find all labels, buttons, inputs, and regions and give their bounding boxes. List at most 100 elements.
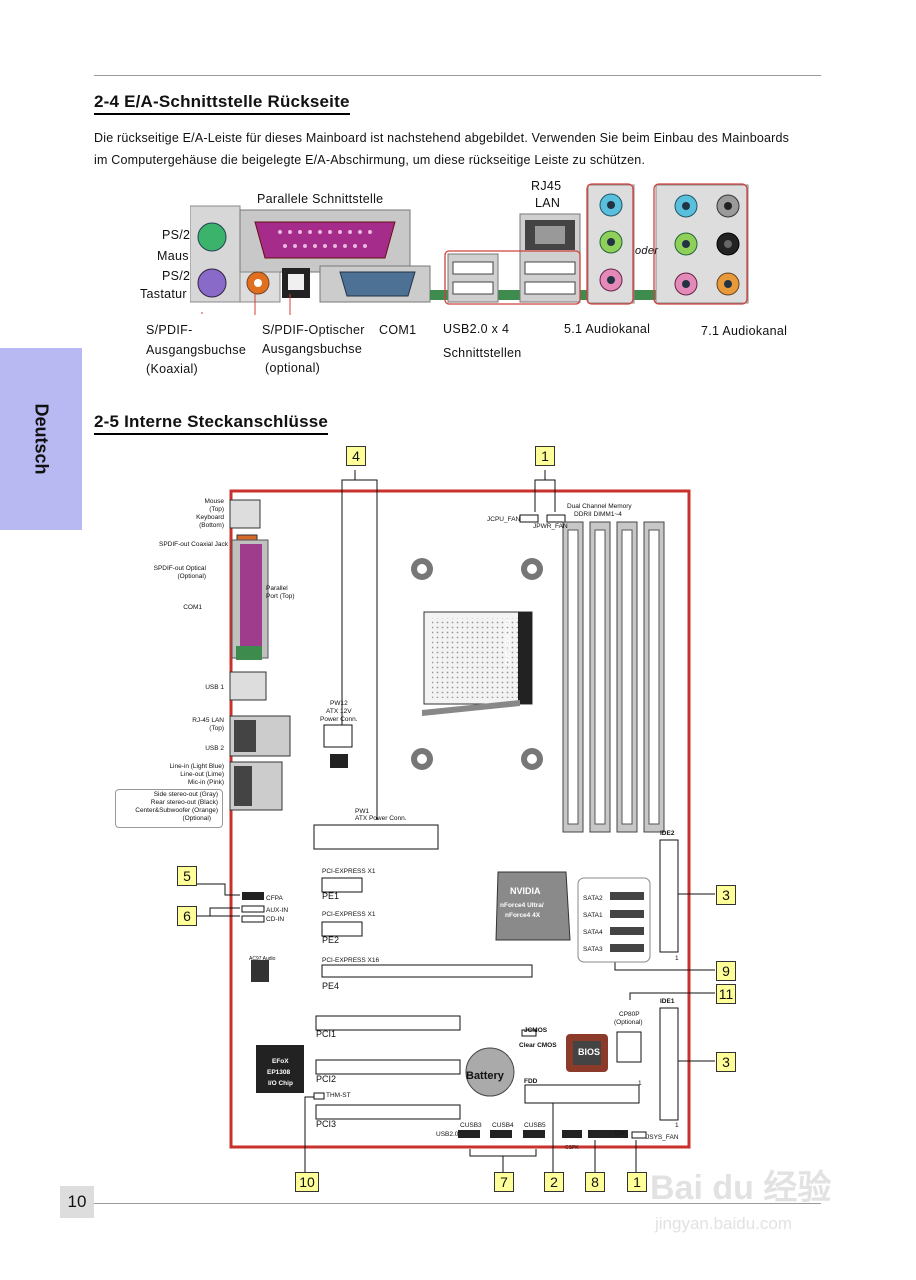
label-spdif-opt-3: (optional) [265, 361, 321, 375]
board-label-cusb5: CUSB5 [524, 1122, 546, 1129]
board-label-pe1: PE1 [322, 891, 340, 901]
board-label-cfpa: CFPA [266, 895, 283, 902]
board-label-parallel-top: Port (Top) [266, 593, 295, 600]
board-label-com1: COM1 [183, 604, 202, 611]
label-maus: Maus [157, 249, 189, 263]
board-label-spdif-opt-optional: (Optional) [177, 573, 206, 580]
callout-3-lower: 3 [716, 1052, 736, 1072]
board-label-cfp: CFP [615, 1131, 625, 1137]
intro-paragraph-line1: Die rückseitige E/A-Leiste für dieses Ma… [94, 131, 790, 145]
callout-7: 7 [494, 1172, 514, 1192]
board-label-pci3: PCI3 [316, 1119, 337, 1129]
baidu-watermark-url: jingyan.baidu.com [655, 1214, 793, 1233]
board-label-pcie2: PCI-EXPRESS X1 [322, 911, 376, 918]
label-audio-51: 5.1 Audiokanal [564, 322, 651, 336]
board-label-sysfan: JSYS_FAN [646, 1134, 679, 1141]
board-label-usb2: USB 2 [205, 745, 224, 752]
section-heading-io: 2-4 E/A-Schnittstelle Rückseite [94, 92, 350, 115]
board-label-spdif-opt: SPDIF-out Optical [153, 565, 206, 572]
board-label-ide1: IDE1 [660, 998, 675, 1005]
label-spdif-coax-2: Ausgangsbuchse [146, 343, 247, 357]
board-label-side: Side stereo-out (Gray) [153, 791, 218, 798]
board-label-mouse: Mouse [204, 498, 224, 505]
board-label-pci1: PCI1 [316, 1029, 337, 1039]
board-label-sata1: SATA1 [583, 912, 603, 919]
board-label-nforce-1: nForce4 Ultra/ [500, 902, 544, 909]
board-label-bios: BIOS [578, 1047, 601, 1057]
label-spdif-opt-2: Ausgangsbuchse [262, 342, 363, 356]
board-label-rear: Rear stereo-out (Black) [150, 799, 218, 806]
callout-11: 11 [716, 984, 736, 1004]
board-label-dimm-2: DDRII DIMM1~4 [574, 511, 622, 518]
board-label-cusb4: CUSB4 [492, 1122, 514, 1129]
board-label-sata2: SATA2 [583, 895, 603, 902]
board-label-cp80p-1: CP80P [619, 1011, 640, 1018]
label-oder: oder [635, 245, 659, 257]
label-ps2-1: PS/2 [162, 228, 191, 242]
board-optional-audio-box [115, 789, 223, 828]
label-com1: COM1 [379, 323, 417, 337]
board-label-thmst: THM-ST [326, 1092, 351, 1099]
board-label-fdd: FDD [524, 1078, 538, 1085]
board-label-jcmos: JCMOS [524, 1027, 548, 1034]
board-label-keyboard-bottom: (Bottom) [199, 522, 224, 529]
language-side-tab [0, 348, 82, 530]
board-label-one-fdd: 1 [638, 1080, 642, 1087]
board-label-sata4: SATA4 [583, 929, 603, 936]
board-label-keyboard: Keyboard [196, 514, 224, 521]
board-label-pw12-1: PW12 [330, 700, 348, 707]
board-label-cpufan: JCPU_FAN [487, 516, 521, 523]
label-spdif-coax-1: S/PDIF- [146, 323, 193, 337]
callout-9: 9 [716, 961, 736, 981]
board-label-mouse-top: (Top) [209, 506, 224, 513]
board-label-cp80p-2: (Optional) [614, 1019, 643, 1026]
callout-6: 6 [177, 906, 197, 926]
board-label-micin: Mic-in (Pink) [187, 779, 224, 786]
motherboard-diagram [196, 470, 715, 1177]
board-label-usb20: USB2.0 [436, 1131, 459, 1138]
board-label-dimm-1: Dual Channel Memory [567, 503, 632, 510]
board-label-rj45-top: (Top) [209, 725, 224, 732]
callout-5: 5 [177, 866, 197, 886]
baidu-watermark: Bai du 经验 [650, 1169, 832, 1207]
board-label-pw12-2: ATX 12V [326, 708, 352, 715]
callout-8: 8 [585, 1172, 605, 1192]
label-audio-71: 7.1 Audiokanal [701, 324, 788, 338]
board-label-cspk: CSPK [565, 1145, 579, 1151]
board-label-linein: Line-in (Light Blue) [169, 763, 224, 770]
label-usb-2: Schnittstellen [443, 346, 522, 360]
board-label-optional2: (Optional) [182, 815, 211, 822]
board-label-pw1-1: PW1 [355, 808, 370, 815]
callout-2: 2 [544, 1172, 564, 1192]
board-label-cusb3: CUSB3 [460, 1122, 482, 1129]
board-label-center: Center&Subwoofer (Orange) [135, 807, 218, 814]
board-label-efox-1: EFoX [272, 1058, 289, 1065]
label-lan: LAN [535, 196, 561, 210]
board-label-usb1: USB 1 [205, 684, 224, 691]
callout-3-upper: 3 [716, 885, 736, 905]
section-heading-internal: 2-5 Interne Steckanschlüsse [94, 412, 329, 435]
board-label-pw1-2: ATX Power Conn. [355, 815, 407, 822]
callout-1-top: 1 [535, 446, 555, 466]
callout-1-bottom: 1 [627, 1172, 647, 1192]
label-rj45: RJ45 [531, 179, 562, 193]
board-label-pw12-3: Power Conn. [320, 716, 358, 723]
board-label-sata3: SATA3 [583, 946, 603, 953]
board-label-efox-3: I/O Chip [268, 1080, 293, 1087]
page-number: 10 [60, 1186, 94, 1218]
board-label-ide2: IDE2 [660, 830, 675, 837]
board-label-nforce-2: nForce4 4X [505, 912, 541, 919]
board-label-ac97: AC97 Audio [249, 956, 276, 962]
callout-10: 10 [295, 1172, 319, 1192]
board-label-auxin: AUX-IN [266, 907, 289, 914]
board-label-rj45: RJ-45 LAN [192, 717, 224, 724]
board-label-pwrfan: JPWR_FAN [533, 523, 568, 530]
board-label-pe4: PE4 [322, 981, 340, 991]
label-spdif-opt-1: S/PDIF-Optischer [262, 323, 365, 337]
board-label-spdif-coax: SPDIF-out Coaxial Jack [159, 541, 228, 548]
intro-paragraph-line2: im Computergehäuse die beigelegte E/A-Ab… [94, 153, 646, 167]
board-label-lineout: Line-out (Lime) [180, 771, 224, 778]
board-label-battery: Battery [466, 1070, 504, 1082]
bottom-rule [94, 1203, 821, 1204]
board-label-socket: SOCKET AM2 [503, 620, 510, 666]
